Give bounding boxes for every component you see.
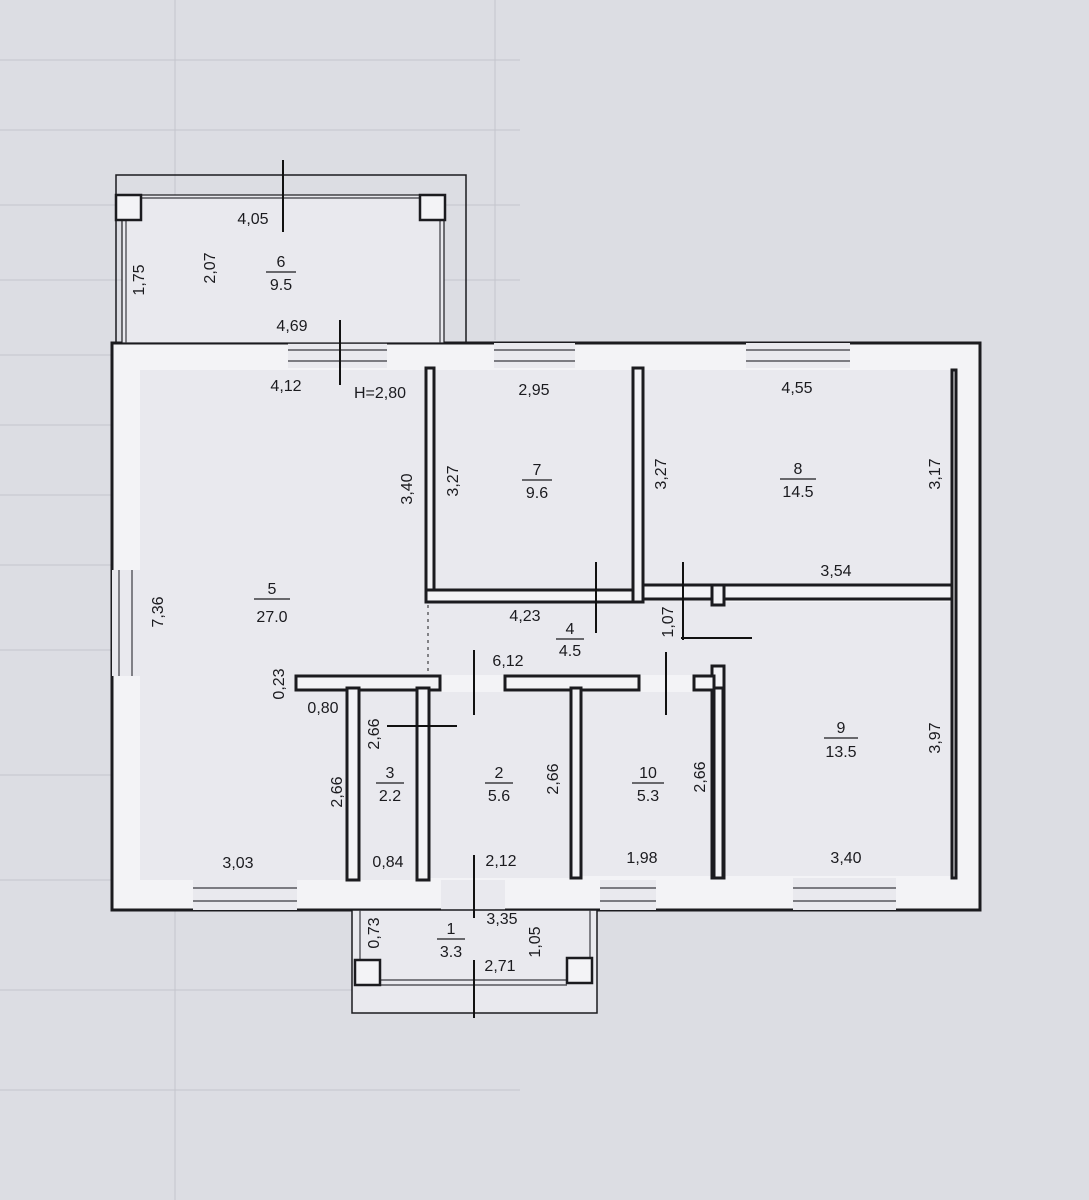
room-2-number: 2 — [495, 765, 504, 782]
dim-6-12: 6,12 — [492, 653, 523, 670]
dim-2-66-a: 2,66 — [366, 718, 383, 749]
room-8-number: 8 — [794, 461, 803, 478]
dim-2-66-b: 2,66 — [329, 776, 346, 807]
dim-3-17: 3,17 — [927, 458, 944, 489]
dim-4-55: 4,55 — [781, 380, 812, 397]
dim-3-03: 3,03 — [222, 855, 253, 872]
dim-3-27-b: 3,27 — [653, 458, 670, 489]
dim-2-07: 2,07 — [202, 252, 219, 283]
room-label-3: 3 2.2 — [376, 765, 404, 805]
dim-3-40-a: 3,40 — [399, 473, 416, 504]
room-4-area: 4.5 — [559, 643, 581, 660]
dim-0-23: 0,23 — [271, 668, 288, 699]
dim-1-05: 1,05 — [527, 926, 544, 957]
room-6-number: 6 — [277, 254, 286, 271]
room-9-number: 9 — [837, 720, 846, 737]
room-2-area: 5.6 — [488, 788, 510, 805]
interior-walls — [294, 366, 958, 882]
dim-0-80: 0,80 — [307, 700, 338, 717]
dim-1-07: 1,07 — [660, 606, 677, 637]
dim-3-97: 3,97 — [927, 722, 944, 753]
room-3-number: 3 — [386, 765, 395, 782]
dim-2-66-c: 2,66 — [545, 763, 562, 794]
dim-2-12: 2,12 — [485, 853, 516, 870]
room-4-number: 4 — [566, 621, 575, 638]
room-7-number: 7 — [533, 462, 542, 479]
windows — [112, 343, 896, 910]
room-10-floor — [581, 692, 714, 876]
dim-7-36: 7,36 — [150, 596, 167, 627]
room-label-2: 2 5.6 — [485, 765, 513, 805]
dim-2-66-d: 2,66 — [692, 761, 709, 792]
room-5-number: 5 — [268, 581, 277, 598]
room-10-number: 10 — [639, 765, 657, 782]
room-label-10: 10 5.3 — [632, 765, 664, 805]
room-label-7: 7 9.6 — [522, 462, 552, 502]
room-1-area: 3.3 — [440, 944, 462, 961]
dim-3-27-a: 3,27 — [445, 465, 462, 496]
dim-2-71: 2,71 — [484, 958, 515, 975]
ceiling-height-label: H=2,80 — [354, 385, 406, 402]
room-8-area: 14.5 — [782, 484, 813, 501]
dim-1-75: 1,75 — [131, 264, 148, 295]
dim-2-95: 2,95 — [518, 382, 549, 399]
room-10-area: 5.3 — [637, 788, 659, 805]
room-9-floor — [723, 602, 955, 876]
room-8-floor — [643, 370, 952, 585]
room-6-area: 9.5 — [270, 277, 292, 294]
dim-0-73: 0,73 — [366, 917, 383, 948]
dim-4-05: 4,05 — [237, 211, 268, 228]
room-1-number: 1 — [447, 921, 456, 938]
dim-3-40-b: 3,40 — [830, 850, 861, 867]
dim-4-12: 4,12 — [270, 378, 301, 395]
dim-1-98: 1,98 — [626, 850, 657, 867]
room-label-8: 8 14.5 — [780, 461, 816, 501]
room-label-6: 6 9.5 — [266, 254, 296, 294]
room-7-area: 9.6 — [526, 485, 548, 502]
room-label-1: 1 3.3 — [437, 921, 465, 961]
dim-4-23: 4,23 — [509, 608, 540, 625]
room-2-floor — [429, 692, 571, 878]
room-4-floor — [428, 600, 723, 675]
room-3-area: 2.2 — [379, 788, 401, 805]
dim-3-35: 3,35 — [486, 911, 517, 928]
section-marks — [282, 160, 752, 1018]
room-label-9: 9 13.5 — [824, 720, 858, 761]
dim-4-69: 4,69 — [276, 318, 307, 335]
dim-0-84: 0,84 — [372, 854, 403, 871]
room-3-floor — [359, 692, 417, 878]
room-label-5: 5 27.0 — [254, 581, 290, 626]
vertical-dimension-labels: 1,75 2,07 3,40 3,27 3,27 3,17 7,36 1,07 … — [131, 252, 944, 957]
room-5-area: 27.0 — [256, 609, 287, 626]
dimension-labels: 4,05 4,69 4,12 2,95 4,55 3,54 4,23 6,12 … — [222, 211, 861, 975]
room-9-area: 13.5 — [825, 744, 856, 761]
room-label-4: 4 4.5 — [556, 621, 584, 660]
dim-3-54: 3,54 — [820, 563, 851, 580]
